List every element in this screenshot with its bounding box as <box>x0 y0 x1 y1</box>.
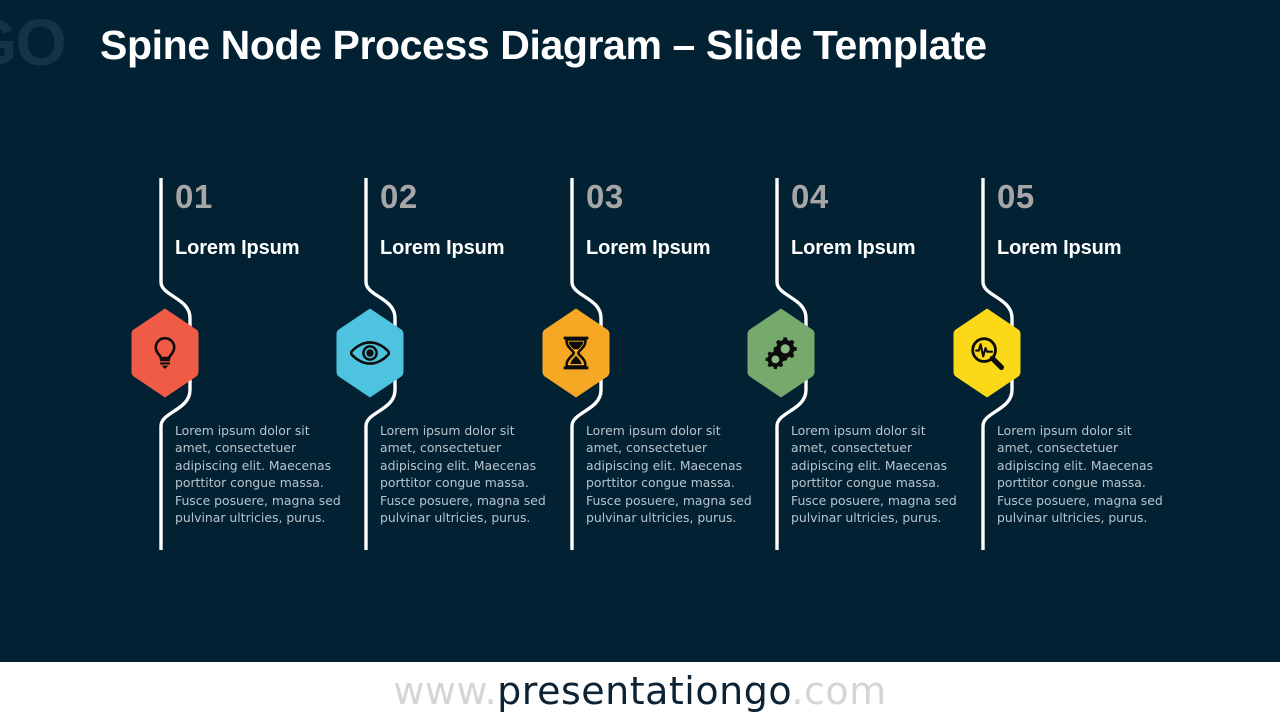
step-description: Lorem ipsum dolor sit amet, consectetuer… <box>997 423 1163 526</box>
step-node-hexagon[interactable] <box>131 308 199 398</box>
step-heading: Lorem Ipsum <box>175 237 300 259</box>
url-brand: presentationgo <box>497 669 792 713</box>
step-number: 04 <box>791 178 829 215</box>
step-heading: Lorem Ipsum <box>791 237 916 259</box>
step-number: 02 <box>380 178 418 215</box>
step-heading: Lorem Ipsum <box>997 237 1122 259</box>
step-description: Lorem ipsum dolor sit amet, consectetuer… <box>380 423 546 526</box>
url-prefix: www. <box>393 669 498 713</box>
url-suffix: .com <box>791 669 887 713</box>
footer-bar: www.presentationgo.com <box>0 662 1280 720</box>
step-number: 03 <box>586 178 624 215</box>
step-node-hexagon[interactable] <box>542 308 610 398</box>
gears-icon <box>747 308 815 398</box>
step-node-hexagon[interactable] <box>336 308 404 398</box>
presentationgo-watermark-logo: GO <box>0 5 67 79</box>
step-description: Lorem ipsum dolor sit amet, consectetuer… <box>175 423 341 526</box>
step-heading: Lorem Ipsum <box>380 237 505 259</box>
step-number: 01 <box>175 178 213 215</box>
hexagon-shape <box>131 308 199 398</box>
hexagon-shape <box>542 308 610 398</box>
step-node-hexagon[interactable] <box>747 308 815 398</box>
step-description: Lorem ipsum dolor sit amet, consectetuer… <box>791 423 957 526</box>
magnifier-analytics-icon <box>953 308 1021 398</box>
page-title: Spine Node Process Diagram – Slide Templ… <box>100 22 987 68</box>
step-node-hexagon[interactable] <box>953 308 1021 398</box>
eye-icon <box>336 308 404 398</box>
lightbulb-icon <box>131 308 199 398</box>
hexagon-shape <box>953 308 1021 398</box>
website-url: www.presentationgo.com <box>393 669 886 713</box>
slide-body: GO Spine Node Process Diagram – Slide Te… <box>0 0 1280 662</box>
step-heading: Lorem Ipsum <box>586 237 711 259</box>
step-description: Lorem ipsum dolor sit amet, consectetuer… <box>586 423 752 526</box>
step-number: 05 <box>997 178 1035 215</box>
hourglass-icon <box>542 308 610 398</box>
